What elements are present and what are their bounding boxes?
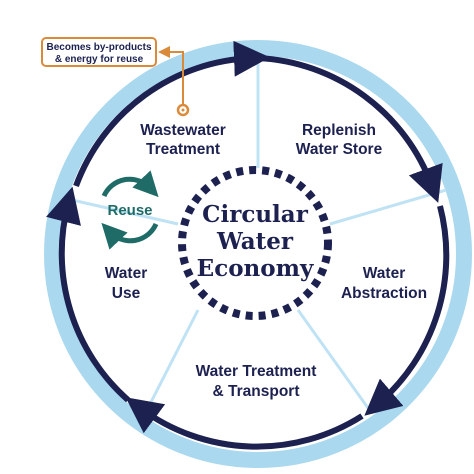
- arc-abstraction: [364, 205, 450, 416]
- reuse-label: Reuse: [107, 202, 152, 219]
- arc-use: [46, 186, 130, 403]
- segment-replenish-line-1: Replenish: [302, 122, 376, 139]
- reuse-cycle-icon: [101, 170, 159, 250]
- arc-replenish: [257, 55, 443, 203]
- arc-treatment: [125, 397, 364, 450]
- callout-line-2: & energy for reuse: [55, 54, 144, 65]
- segment-treatment-line-1: Water Treatment: [196, 363, 317, 380]
- segment-use-line-1: Water: [105, 265, 148, 282]
- segment-wastewater-line-2: Treatment: [146, 141, 220, 158]
- segment-abstraction-line-2: Abstraction: [341, 285, 427, 302]
- segment-treatment-line-2: & Transport: [213, 383, 300, 400]
- arc-wastewater: [73, 40, 270, 188]
- segment-replenish-line-2: Water Store: [296, 141, 383, 158]
- callout-connector: [158, 46, 184, 104]
- segment-wastewater-line-1: Wastewater: [140, 122, 226, 139]
- center-title-line-3: Economy: [197, 255, 314, 282]
- callout-anchor-center: [181, 108, 185, 112]
- center-dotted-ring: [178, 166, 332, 320]
- cycle-arrows: [46, 40, 450, 450]
- segment-use-line-2: Use: [112, 285, 141, 302]
- callout-line-1: Becomes by-products: [46, 42, 151, 53]
- center-title-line-1: Circular: [202, 201, 309, 228]
- center-title-line-2: Water: [216, 228, 294, 255]
- segment-abstraction-line-1: Water: [363, 265, 406, 282]
- callout-box: [41, 37, 157, 67]
